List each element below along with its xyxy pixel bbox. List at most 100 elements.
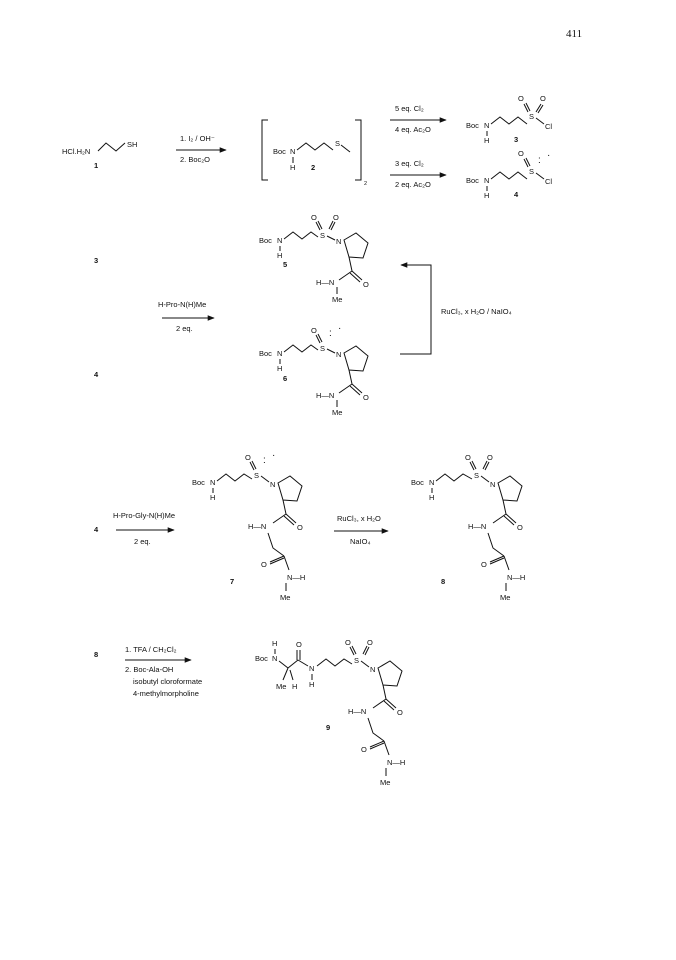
svg-text:H: H (210, 493, 215, 502)
thiol-label: SH (127, 140, 137, 149)
compound-6-label: 6 (283, 374, 287, 383)
svg-text:H: H (290, 163, 295, 172)
svg-text:O: O (517, 523, 523, 532)
svg-text:H: H (484, 191, 489, 200)
svg-text:N—H: N—H (387, 758, 405, 767)
step1-reagent-1: 1. I₂ / OH⁻ (180, 134, 215, 143)
svg-text:H: H (484, 136, 489, 145)
svg-text:N: N (277, 236, 282, 245)
lower-reagent-1: 3 eq. Cl₂ (395, 159, 424, 168)
bracket-subscript: 2 (364, 181, 367, 187)
svg-text:H—N: H—N (316, 278, 334, 287)
compound-8-structure: Boc N H S O O N O H—N O N—H Me 8 (411, 453, 525, 602)
step4-reagent-3: isobutyl cloroformate (133, 677, 202, 686)
svg-text:·: · (338, 323, 341, 334)
svg-text:Cl: Cl (545, 122, 552, 131)
step4-reagent-2: 2. Boc-Ala-OH (125, 665, 173, 674)
svg-text::: : (263, 455, 266, 466)
step3-ox-reagent-2: NaIO₄ (350, 537, 371, 546)
svg-text:O: O (518, 94, 524, 103)
compound-4-structure: Boc N H S O : · Cl 4 (466, 149, 552, 200)
svg-text:Me: Me (380, 778, 390, 787)
svg-text:N: N (370, 665, 375, 674)
reactant-3-label: 3 (94, 256, 98, 265)
step4-reagent-4: 4-methylmorpholine (133, 689, 199, 698)
svg-text:N: N (336, 237, 341, 246)
step4-reagent-1: 1. TFA / CH₂Cl₂ (125, 645, 177, 654)
svg-text:O: O (481, 560, 487, 569)
svg-text:N—H: N—H (507, 573, 525, 582)
svg-text:·: · (547, 150, 550, 161)
compound-3-label: 3 (514, 135, 518, 144)
svg-text:Me: Me (276, 682, 286, 691)
page-number: 411 (566, 28, 582, 40)
svg-text:S: S (320, 231, 325, 240)
svg-text:S: S (335, 139, 340, 148)
svg-text:O: O (245, 453, 251, 462)
step2-reagent-1: H-Pro-N(H)Me (158, 300, 206, 309)
svg-text:N: N (277, 349, 282, 358)
svg-text:O: O (311, 213, 317, 222)
compound-8-label: 8 (441, 577, 445, 586)
compound-9-label: 9 (326, 723, 330, 732)
svg-text:O: O (363, 280, 369, 289)
svg-text:N: N (272, 654, 277, 663)
compound-7-structure: Boc N H S O : · N O H—N O N—H Me 7 (192, 450, 305, 602)
svg-text:O: O (518, 149, 524, 158)
svg-text:O: O (261, 560, 267, 569)
svg-text:N—H: N—H (287, 573, 305, 582)
svg-text:Me: Me (332, 295, 342, 304)
svg-text:Me: Me (500, 593, 510, 602)
svg-text:H: H (309, 680, 314, 689)
svg-text:O: O (296, 640, 302, 649)
svg-text:H—N: H—N (468, 522, 486, 531)
step2-reagent-2: 2 eq. (176, 324, 193, 333)
compound-3-structure: Boc N H S O O Cl 3 (466, 94, 552, 145)
svg-text:H—N: H—N (248, 522, 266, 531)
svg-text:S: S (529, 167, 534, 176)
svg-text:H: H (277, 251, 282, 260)
compound-9-structure: H Boc N Me H O N H S O O N O H—N (255, 638, 405, 787)
svg-text:N: N (484, 176, 489, 185)
svg-text:N: N (484, 121, 489, 130)
svg-text:Boc: Boc (273, 147, 286, 156)
svg-text:S: S (474, 471, 479, 480)
svg-text:Boc: Boc (255, 654, 268, 663)
svg-text:O: O (465, 453, 471, 462)
svg-text:Cl: Cl (545, 177, 552, 186)
step3-ox-reagent-1: RuCl₃, x H₂O (337, 514, 381, 523)
svg-text:O: O (487, 453, 493, 462)
svg-text:O: O (363, 393, 369, 402)
compound-4-label: 4 (514, 190, 519, 199)
step3-reagent-2: 2 eq. (134, 537, 151, 546)
compound-2-label: 2 (311, 163, 315, 172)
svg-text:H: H (272, 639, 277, 648)
svg-text:Boc: Boc (466, 121, 479, 130)
lone-pair-dots: : (538, 155, 541, 166)
lower-reagent-2: 2 eq. Ac₂O (395, 180, 431, 189)
compound-5-label: 5 (283, 260, 287, 269)
svg-text:N: N (290, 147, 295, 156)
svg-text:N: N (490, 480, 495, 489)
compound-7-label: 7 (230, 577, 234, 586)
svg-text:O: O (297, 523, 303, 532)
svg-text:O: O (367, 638, 373, 647)
svg-text::: : (329, 328, 332, 339)
svg-text:H: H (292, 682, 297, 691)
svg-text:O: O (540, 94, 546, 103)
step3-reagent-1: H-Pro-Gly-N(H)Me (113, 511, 175, 520)
svg-text:H—N: H—N (348, 707, 366, 716)
reactant-4-label-row3: 4 (94, 525, 99, 534)
compound-5-structure: Boc N H S O O N O H—N Me 5 (259, 213, 369, 304)
svg-text:Boc: Boc (259, 236, 272, 245)
svg-text:N: N (270, 480, 275, 489)
compound-2-structure: Boc N H S 2 2 (261, 119, 367, 187)
svg-text:O: O (345, 638, 351, 647)
svg-text:N: N (309, 664, 314, 673)
compound-1-structure: HCl.H₂N SH 1 (62, 140, 137, 170)
svg-text:N: N (336, 350, 341, 359)
svg-text:O: O (361, 745, 367, 754)
svg-text:S: S (254, 471, 259, 480)
svg-text:H—N: H—N (316, 391, 334, 400)
svg-text:Boc: Boc (192, 478, 205, 487)
